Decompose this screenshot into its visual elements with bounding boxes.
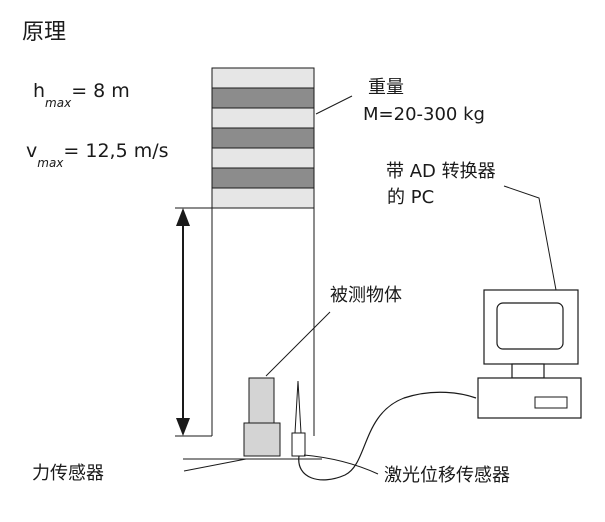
pc-label-line2: 的 PC [387, 187, 435, 208]
h-value: = 8 m [71, 80, 130, 102]
pc-label-line1: 带 AD 转换器 [386, 161, 496, 182]
weight-band-3 [211, 107, 315, 129]
mass-range-label: M=20-300 kg [363, 104, 485, 125]
object-pointer-line [265, 311, 331, 377]
h-subscript: max [45, 96, 72, 110]
force-pointer-line [183, 458, 247, 472]
weight-band-4 [211, 127, 315, 149]
h-max-param: hmax= 8 m [33, 80, 130, 110]
force-sensor-label: 力传感器 [32, 463, 104, 484]
page-title: 原理 [22, 20, 67, 45]
v-max-param: vmax= 12,5 m/s [26, 140, 169, 170]
test-object [248, 377, 275, 424]
laser-pointer-line [303, 454, 379, 475]
v-subscript: max [37, 156, 64, 170]
weight-band-2 [211, 87, 315, 109]
weight-label: 重量 [368, 77, 404, 98]
weight-band-5 [211, 147, 315, 169]
laser-sensor-label: 激光位移传感器 [384, 465, 510, 486]
v-value: = 12,5 m/s [63, 140, 169, 162]
pc-pointer-line [503, 185, 557, 291]
weight-band-7 [211, 187, 315, 209]
weight-band-6 [211, 167, 315, 189]
weight-band-1 [211, 67, 315, 89]
height-arrow [175, 207, 212, 437]
weight-pointer-line [315, 95, 353, 115]
object-label: 被测物体 [330, 285, 402, 306]
h-symbol: h [33, 80, 46, 102]
laser-cable [298, 391, 477, 481]
pc-monitor [483, 289, 579, 379]
pc-base [477, 377, 582, 419]
v-symbol: v [26, 140, 38, 162]
force-sensor-block [243, 422, 281, 457]
laser-sensor [291, 380, 306, 457]
weight-stack [211, 67, 315, 209]
